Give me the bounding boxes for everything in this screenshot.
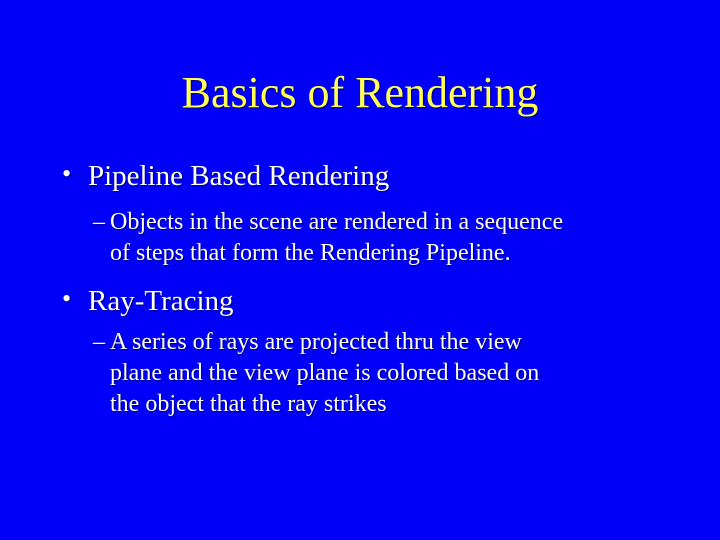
sub-bullet-line: A series of rays are projected thru the … — [110, 329, 522, 355]
bullet-item-raytracing: • Ray-Tracing — [0, 282, 720, 320]
sub-bullet-line: plane and the view plane is colored base… — [110, 360, 540, 386]
sub-bullet-line: Objects in the scene are rendered in a s… — [110, 209, 564, 235]
dash-icon: – — [93, 209, 105, 235]
bullet-dot-icon: • — [62, 284, 72, 313]
sub-bullet-text: A series of rays are projected thru the … — [110, 327, 680, 420]
bullet-label: Ray-Tracing — [88, 285, 234, 317]
sub-bullet-pipeline: – Objects in the scene are rendered in a… — [0, 207, 720, 269]
sub-bullet-text: Objects in the scene are rendered in a s… — [110, 207, 680, 269]
sub-bullet-line: the object that the ray strikes — [110, 391, 387, 417]
slide-title: Basics of Rendering — [181, 68, 539, 117]
sub-bullet-line: of steps that form the Rendering Pipelin… — [110, 240, 511, 266]
bullet-item-pipeline: • Pipeline Based Rendering — [0, 157, 720, 195]
bullet-dot-icon: • — [62, 159, 72, 188]
bullet-label: Pipeline Based Rendering — [88, 160, 390, 192]
dash-icon: – — [93, 329, 105, 355]
sub-bullet-raytracing: – A series of rays are projected thru th… — [0, 327, 720, 420]
